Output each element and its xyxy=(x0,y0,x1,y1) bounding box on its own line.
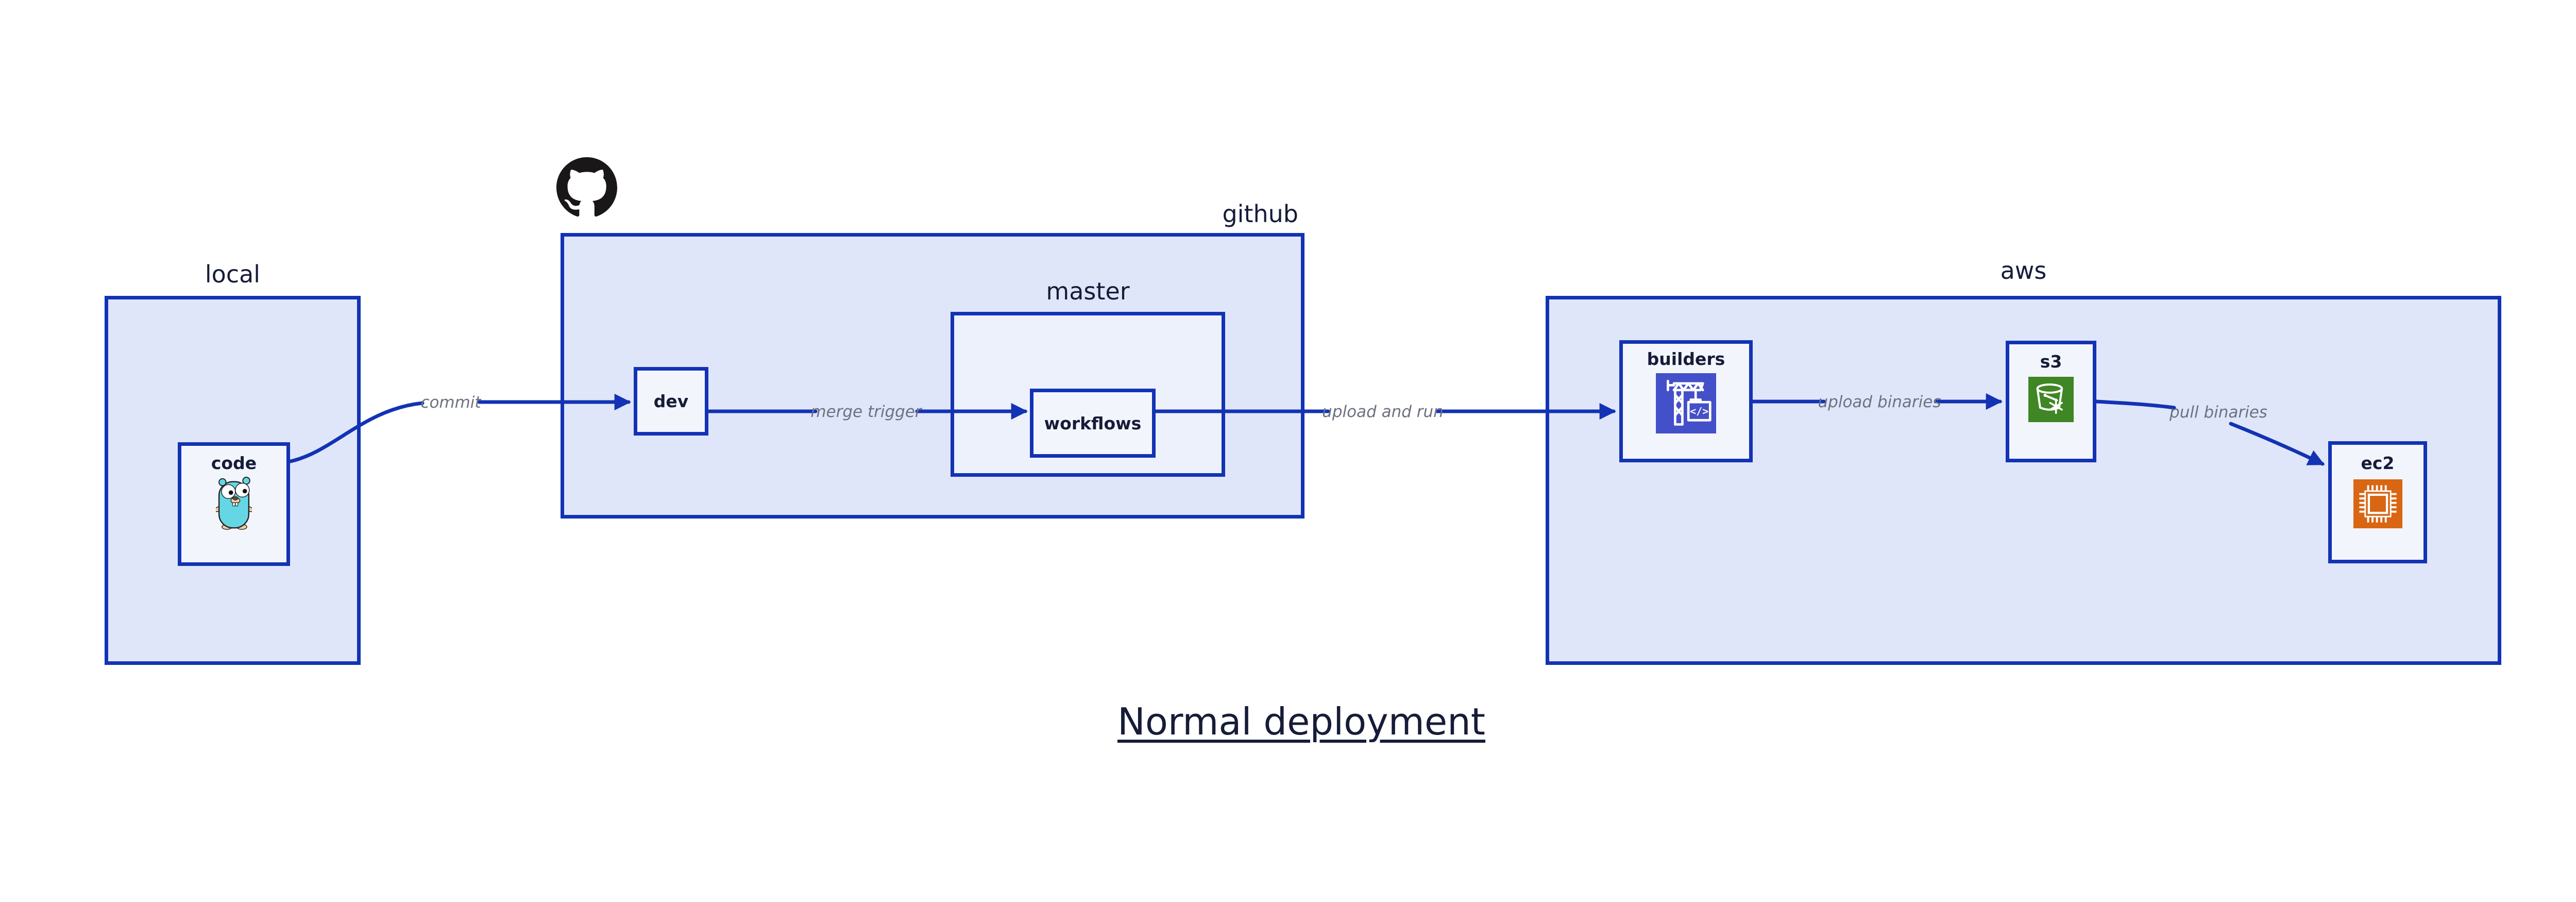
ec2-chip-icon xyxy=(2353,479,2402,528)
node-workflows-label: workflows xyxy=(1044,413,1142,433)
node-builders: builders </> xyxy=(1619,340,1753,462)
node-dev-label: dev xyxy=(653,391,689,411)
group-master-label: master xyxy=(1046,277,1130,305)
github-octocat-logo-icon xyxy=(556,157,617,217)
edge-label-merge-trigger: merge trigger xyxy=(810,403,922,421)
go-gopher-icon xyxy=(216,476,252,530)
snowflake-icon xyxy=(2049,398,2063,414)
s3-glacier-bucket-icon xyxy=(2028,377,2074,422)
group-local-label: local xyxy=(205,260,261,288)
diagram-title: Normal deployment xyxy=(1117,700,1486,743)
node-code-label: code xyxy=(211,453,257,473)
node-dev: dev xyxy=(634,367,708,436)
node-s3: s3 xyxy=(2006,341,2096,462)
node-builders-label: builders xyxy=(1647,349,1725,369)
edge-label-pull-binaries: pull binaries xyxy=(2170,403,2267,422)
node-code: code xyxy=(178,442,290,566)
node-ec2: ec2 xyxy=(2328,441,2427,563)
edge-label-commit: commit xyxy=(420,393,481,412)
edge-label-upload-and-run: upload and run xyxy=(1322,403,1444,421)
node-s3-label: s3 xyxy=(2040,352,2062,372)
codebuild-crane-icon: </> xyxy=(1656,373,1716,433)
node-ec2-label: ec2 xyxy=(2361,453,2395,473)
edge-label-upload-binaries: upload binaries xyxy=(1818,393,1941,411)
node-workflows: workflows xyxy=(1030,389,1156,458)
codebuild-code-glyph: </> xyxy=(1690,406,1708,417)
group-aws-label: aws xyxy=(2000,257,2047,285)
group-github-label: github xyxy=(1222,200,1298,228)
